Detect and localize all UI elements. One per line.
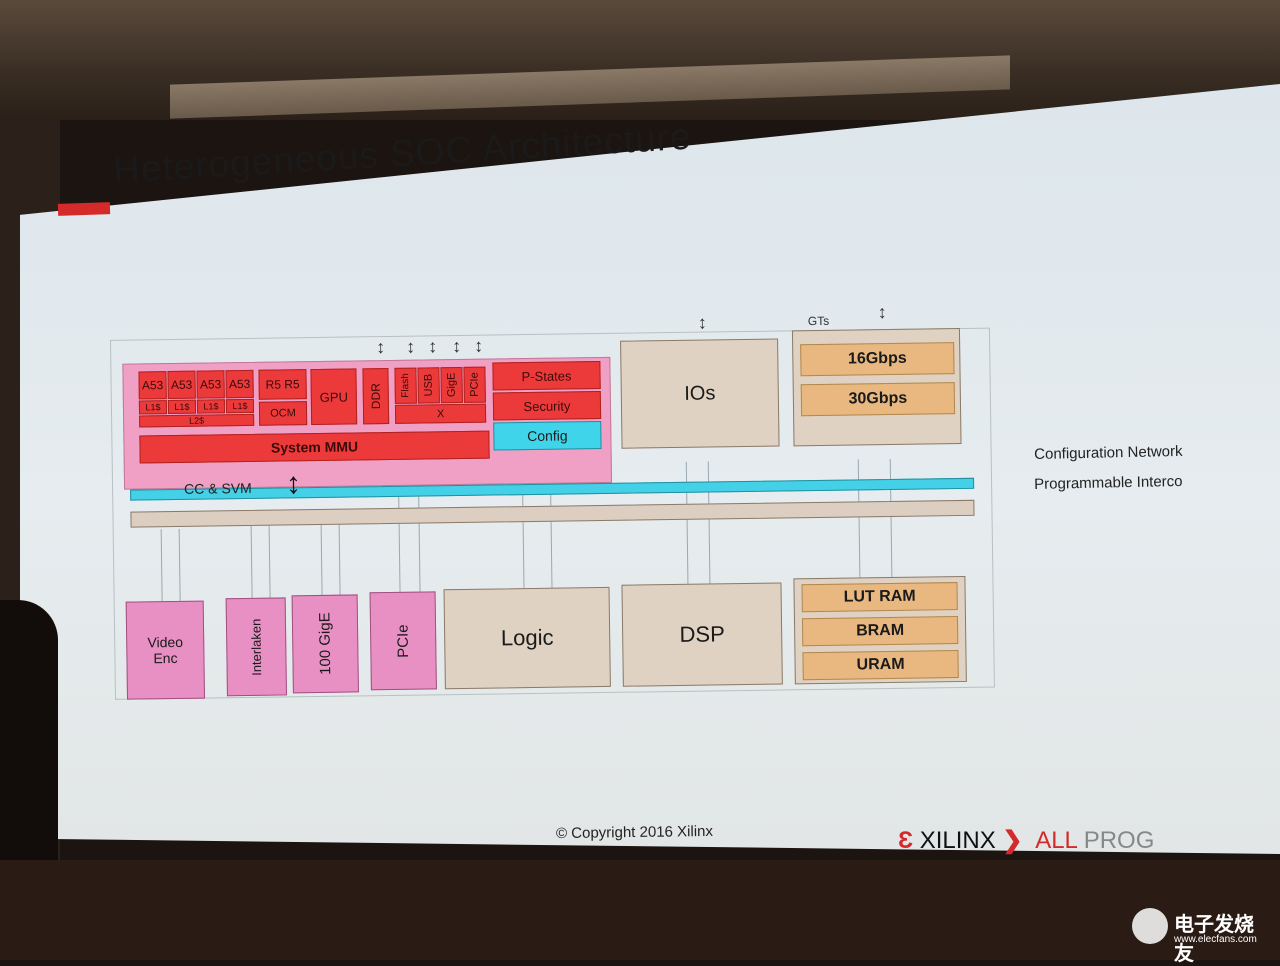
uram-block: URAM [802,650,959,681]
copyright-text: © Copyright 2016 Xilinx [555,822,714,843]
gt-30gbps: 30Gbps [800,382,956,417]
pcie-block: PCIe [369,591,437,691]
bram-block: BRAM [801,616,959,647]
slide-accent-bar [57,202,111,216]
gige100-block: 100 GigE [291,594,359,694]
io-arrow-icon: ↕ [427,336,438,357]
tagline-prog: PROG [1083,827,1155,854]
xilinx-logo-icon: Ɛ [898,827,914,854]
gige-block: GigE [440,366,463,404]
io-arrow-icon: ↕ [697,312,707,333]
l1-cache: L1$ [138,400,168,415]
gts-label: GTs [807,313,830,329]
ddr-block: DDR [362,367,390,425]
tagline-all: ALL [1035,827,1078,854]
a53-core: A53 [225,369,254,399]
interlaken-block: Interlaken [225,597,287,697]
l1-cache: L1$ [196,399,226,414]
watermark-url: www.elecfans.com [1174,934,1257,945]
programmable-interconnect-label: Programmable Interco [1034,472,1183,493]
flash-block: Flash [394,367,417,404]
io-arrow-icon: ↕ [451,335,462,357]
io-arrow-icon: ↕ [375,337,386,358]
dsp-block: DSP [621,582,783,687]
soc-diagram: ↕ ↕ ↕ ↕ ↕ ↕ ↕ GTs A53 A53 A53 A53 L1$ L1… [100,302,995,700]
brand-name: XILINX [919,827,996,854]
xilinx-brand: Ɛ XILINX ❯ ALL PROG [898,826,1154,855]
presenter-silhouette [0,600,58,900]
video-enc-block: Video Enc [125,600,206,700]
config-block: Config [493,421,602,451]
elecfans-watermark: 电子发烧友 www.elecfans.com [1132,904,1272,965]
a53-core: A53 [138,371,167,400]
security-block: Security [492,391,602,421]
configuration-network-label: Configuration Network [1034,442,1183,463]
pcie-ps-block: PCIe [463,366,486,403]
a53-core: A53 [196,370,225,399]
system-mmu: System MMU [139,430,490,464]
lutram-block: LUT RAM [801,582,958,613]
a53-core: A53 [167,370,196,400]
gt-16gbps: 16Gbps [800,342,955,377]
room-floor [0,860,1280,960]
l1-cache: L1$ [167,399,197,415]
io-arrow-icon: ↕ [473,335,484,356]
coherency-arrow-icon: ↕ [285,467,302,501]
elecfans-logo-icon [1132,908,1168,944]
io-arrow-icon: ↕ [405,336,416,357]
pstates-block: P-States [492,361,601,391]
r5-cores: R5 R5 [258,369,307,400]
chevron-right-icon: ❯ [1002,827,1023,854]
l1-cache: L1$ [225,398,255,414]
usb-block: USB [417,367,440,404]
gpu-block: GPU [310,368,358,426]
ios-block: IOs [620,338,780,449]
crossbar-block: X [394,403,487,424]
ocm-block: OCM [258,401,308,426]
l2-cache: L2$ [139,413,255,428]
gt-arrow-icon: ↕ [877,302,887,323]
cc-svm-label: CC & SVM [183,479,252,497]
logic-block: Logic [443,586,611,690]
